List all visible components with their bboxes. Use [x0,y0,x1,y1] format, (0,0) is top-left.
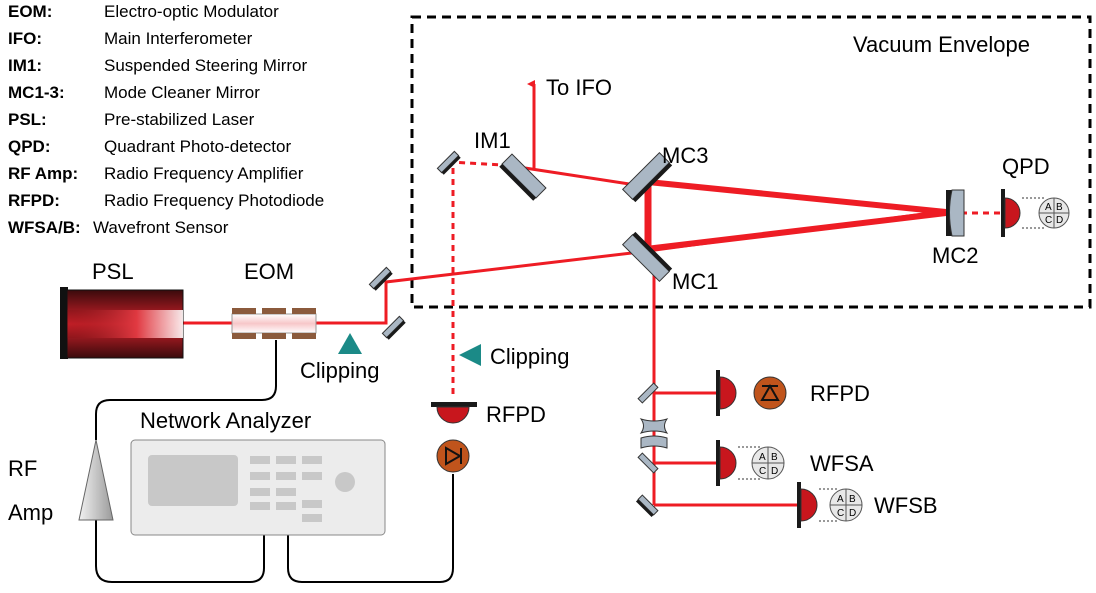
wfsb-label: WFSB [874,493,938,518]
wfsb-quad-a: A [837,494,844,505]
lens-pair [639,418,669,449]
legend: EOM: Electro-optic Modulator IFO: Main I… [8,2,324,237]
legend-value-rfpd: Radio Frequency Photodiode [104,191,324,210]
beam-cavity-lower [647,179,947,215]
legend-value-im1: Suspended Steering Mirror [104,56,308,75]
im1-mirror [499,153,547,201]
pickoff-mirror-wfsa [637,452,659,474]
legend-value-psl: Pre-stabilized Laser [104,110,255,129]
mc1-label: MC1 [672,269,718,294]
mc2-mirror [946,189,965,237]
wfsa-quad-a: A [759,452,766,463]
diode-icon-right [753,376,787,410]
legend-key-im1: IM1: [8,56,42,75]
qpd-quad-a: A [1045,202,1052,213]
rf-amp-label-line1: RF [8,456,37,481]
psl-label: PSL [92,259,134,284]
cable-eom-to-amp [95,340,277,440]
pickoff-mirror-wfsb [635,494,659,518]
legend-key-mc: MC1-3: [8,83,65,102]
wfsa-detector [716,440,760,486]
pickoff-mirror-rfpd [637,382,659,404]
wfsa-quad-d: D [771,466,778,477]
legend-key-psl: PSL: [8,110,47,129]
wfsb-quad-c: C [837,508,844,519]
legend-value-ifo: Main Interferometer [104,29,253,48]
rfpd-left-label: RFPD [486,402,546,427]
wfsa-quad-b: B [771,452,778,463]
rfpd-right-label: RFPD [810,381,870,406]
wfsb-detector [797,482,838,528]
diode-icon-left [436,439,470,473]
legend-key-qpd: QPD: [8,137,51,156]
legend-value-mc: Mode Cleaner Mirror [104,83,260,102]
steering-mirror-upper [368,266,393,291]
cable-amp-to-analyzer [95,512,265,583]
legend-value-rfamp: Radio Frequency Amplifier [104,164,304,183]
legend-value-eom: Electro-optic Modulator [104,2,279,21]
legend-value-wfs: Wavefront Sensor [93,218,229,237]
network-analyzer-label: Network Analyzer [140,408,311,433]
rf-amp-label-line2: Amp [8,500,53,525]
rfpd-left-detector [431,402,477,424]
legend-key-wfs: WFSA/B: [8,218,81,237]
mc2-label: MC2 [932,243,978,268]
wfsb-quad-b: B [849,494,856,505]
eom-modulator [231,308,317,339]
clipping-marker-eom [338,333,362,354]
to-ifo-label: To IFO [546,75,612,100]
beam-cavity-upper [645,210,947,252]
wfsa-quad-c: C [759,466,766,477]
cable-rfpd-to-analyzer [287,474,454,583]
wfsb-quadrant-icon: A B C D [829,488,863,522]
qpd-detector [1001,189,1045,237]
network-analyzer [130,439,386,536]
rfpd-right-detector [716,370,737,416]
qpd-label: QPD [1002,154,1050,179]
legend-key-rfpd: RFPD: [8,191,60,210]
legend-key-rfamp: RF Amp: [8,164,78,183]
clipping-label-eom: Clipping [300,358,380,383]
qpd-quad-b: B [1056,202,1063,213]
im1-label: IM1 [474,128,511,153]
pickoff-mirror-im1 [436,150,461,175]
mc3-label: MC3 [662,143,708,168]
legend-value-qpd: Quadrant Photo-detector [104,137,291,156]
rf-amp-triangle [78,439,114,521]
eom-label: EOM [244,259,294,284]
vacuum-envelope-box [410,15,1092,309]
qpd-quad-c: C [1045,215,1052,226]
mc3-mirror [621,151,673,203]
rf-cables [95,340,454,583]
legend-key-eom: EOM: [8,2,52,21]
wfsa-label: WFSA [810,451,874,476]
legend-key-ifo: IFO: [8,29,42,48]
vacuum-envelope-label: Vacuum Envelope [853,32,1030,57]
wfsa-quadrant-icon: A B C D [751,446,785,480]
steering-mirror-lower [381,315,406,340]
clipping-marker-rfpd [459,344,481,366]
clipping-label-rfpd: Clipping [490,344,570,369]
psl-laser [60,287,184,359]
mc1-mirror [621,231,673,283]
wfsb-quad-d: D [849,508,856,519]
qpd-quadrant-icon: A B C D [1038,197,1070,229]
qpd-quad-d: D [1056,215,1063,226]
beam-mc3-to-im1 [524,166,637,187]
